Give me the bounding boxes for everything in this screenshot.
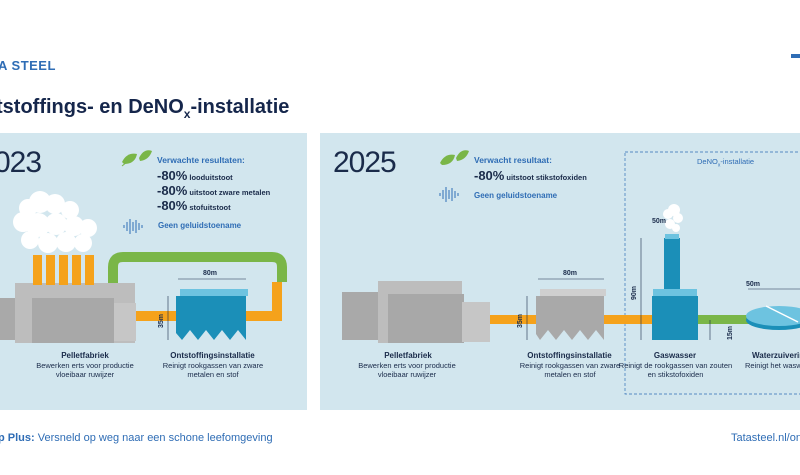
denox-installatie-label: DeNOx-installatie xyxy=(697,157,755,169)
pellet-factory-2-front xyxy=(388,294,464,343)
result-line-2023-1: -80%looduitstoot xyxy=(157,168,233,183)
result-line-2023-2: -80%uitstoot zware metalen xyxy=(157,183,271,198)
denox-boundary xyxy=(624,151,800,395)
chimneys-orange xyxy=(33,255,94,285)
label-pelletfabriek-2025: Pelletfabriek xyxy=(384,351,432,360)
pipe-green xyxy=(698,315,750,324)
results-title-2023: Verwachte resultaten: xyxy=(157,155,245,165)
results-title-2025: Verwacht resultaat: xyxy=(474,155,552,165)
filter-2-top xyxy=(540,289,606,296)
dim-label-80m: 80m xyxy=(203,270,218,277)
dim-label-35m: 35m xyxy=(158,313,165,328)
sound-wave-icon xyxy=(123,219,143,234)
desc-onstoffingsinstallatie-2025: Reinigt rookgassen van zware metalen en … xyxy=(519,361,621,379)
result-line-2023-3: -80%stofuitstoot xyxy=(157,198,231,213)
result-line-2025-1: -80%uitstoot stikstofoxiden xyxy=(474,168,587,183)
water-basin-arm xyxy=(765,305,799,323)
dim-label-onst-35m: 35m xyxy=(517,313,524,328)
pellet-factory-front xyxy=(32,298,114,343)
noise-text-2025: Geen geluidstoename xyxy=(474,191,558,200)
sound-wave-icon-2025 xyxy=(439,187,459,202)
filter-top xyxy=(180,289,248,296)
pipe-orange-2 xyxy=(604,315,654,324)
page-title: tstoffings- en DeNOx-installatie xyxy=(0,96,290,121)
leaf-icon-2025 xyxy=(440,150,469,165)
desc-gaswasser: Reinigt de rookgassen van zouten en stik… xyxy=(618,361,733,379)
panel-2025 xyxy=(320,133,800,410)
dim-label-water-50m: 50m xyxy=(746,281,761,288)
footer-tagline: p Plus: Versneld op weg naar een schone … xyxy=(0,432,273,444)
steam-cloud xyxy=(663,204,683,232)
pellet-factory-right-block xyxy=(114,303,136,341)
dim-label-stack-50m: 50m xyxy=(652,218,667,225)
pellet-factory-2-left xyxy=(342,292,384,340)
pellet-factory-2-right xyxy=(462,302,490,342)
flue-pipe-orange-out xyxy=(246,311,280,321)
gas-scrubber-body xyxy=(652,296,698,340)
gas-scrubber-stack-top xyxy=(665,234,679,239)
label-pelletfabriek: Pelletfabriek xyxy=(61,351,109,360)
dim-label-gas-90m: 90m xyxy=(631,285,638,300)
footer-url[interactable]: Tatasteel.nl/on xyxy=(731,432,800,444)
desc-pelletfabriek: Bewerken erts voor productie vloeibaar r… xyxy=(36,361,134,379)
label-onstoffingsinstallatie-2025: Ontstoffingsinstallatie xyxy=(527,351,612,360)
pipe-orange-1 xyxy=(490,315,538,324)
noise-text-2023: Geen geluidstoename xyxy=(158,221,242,230)
filter-unit-teal xyxy=(176,296,246,340)
flue-riser-orange xyxy=(272,282,282,321)
smoke-cloud xyxy=(13,191,97,253)
dim-label-onst-80m: 80m xyxy=(563,270,578,277)
desc-onstoffingsinstallatie: Reinigt rookgassen van zware metalen en … xyxy=(162,361,264,379)
desc-pelletfabriek-2025: Bewerken erts voor productie vloeibaar r… xyxy=(358,361,456,379)
year-2023: 023 xyxy=(0,146,42,179)
brand-logo-text: A STEEL xyxy=(0,58,56,73)
gas-scrubber-stack xyxy=(664,238,680,295)
label-gaswasser: Gaswasser xyxy=(653,351,697,360)
year-2025: 2025 xyxy=(333,146,397,179)
return-pipe-green xyxy=(108,252,287,283)
brand-logo-mark xyxy=(791,54,800,58)
leaf-icon xyxy=(121,150,152,167)
label-onstoffingsinstallatie: Ontstoffingsinstallatie xyxy=(170,351,255,360)
label-waterzuivering: Waterzuivering xyxy=(752,351,800,360)
filter-unit-grey xyxy=(536,296,604,340)
water-basin-top xyxy=(746,306,800,326)
gas-scrubber-top xyxy=(653,289,697,296)
desc-waterzuivering: Reinigt het waswater xyxy=(745,361,800,370)
flue-pipe-orange xyxy=(130,311,180,321)
dim-label-15m: 15m xyxy=(727,325,734,340)
